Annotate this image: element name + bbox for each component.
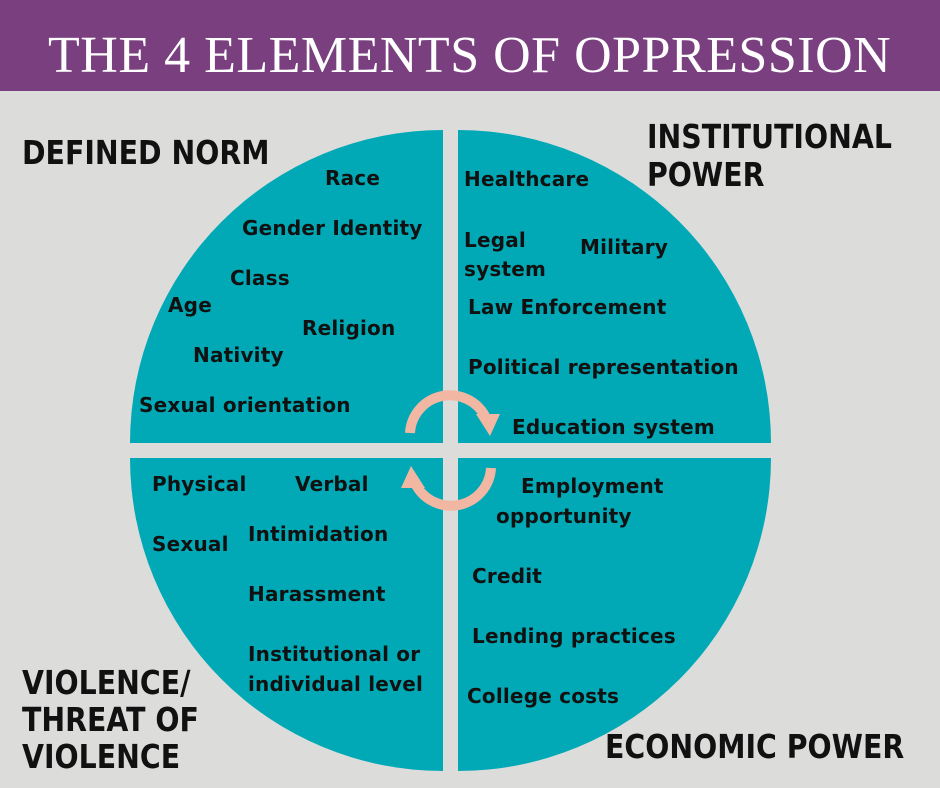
label-economic-power: ECONOMIC POWER [605, 727, 905, 766]
cycle-arrow-bottom-head-icon [401, 466, 425, 488]
item-legal-system: system [464, 257, 547, 281]
item-military: Military [580, 235, 669, 259]
item-gender-identity: Gender Identity [242, 216, 423, 240]
quadrant-institutional-power-wedge [458, 130, 771, 443]
label-violence-line3: VIOLENCE [22, 737, 181, 776]
item-sexual: Sexual [152, 532, 229, 556]
label-institutional-power-line1: INSTITUTIONAL [647, 117, 892, 156]
item-intimidation: Intimidation [248, 522, 389, 546]
item-individual-level: individual level [248, 672, 424, 696]
item-verbal: Verbal [295, 472, 369, 496]
label-violence-line1: VIOLENCE/ [22, 663, 191, 702]
item-opportunity: opportunity [496, 504, 632, 528]
item-legal: Legal [464, 228, 526, 252]
item-political-representation: Political representation [468, 355, 739, 379]
quadrant-economic-power-wedge [458, 458, 771, 771]
item-sexual-orientation: Sexual orientation [139, 393, 351, 417]
item-college-costs: College costs [467, 684, 620, 708]
label-violence-line2: THREAT OF [22, 700, 199, 739]
item-religion: Religion [302, 316, 396, 340]
item-physical: Physical [152, 472, 247, 496]
cycle-arrow-top-head-icon [476, 414, 500, 436]
page-title: THE 4 ELEMENTS OF OPPRESSION [48, 27, 892, 84]
item-class: Class [230, 266, 290, 290]
item-lending-practices: Lending practices [472, 624, 676, 648]
item-law-enforcement: Law Enforcement [468, 295, 667, 319]
item-healthcare: Healthcare [464, 167, 590, 191]
item-race: Race [325, 166, 381, 190]
item-education-system: Education system [512, 415, 715, 439]
cycle-arrow-top-icon [405, 390, 490, 434]
item-employment: Employment [521, 474, 664, 498]
label-institutional-power-line2: POWER [647, 155, 765, 194]
label-defined-norm: DEFINED NORM [22, 133, 270, 172]
item-harassment: Harassment [248, 582, 386, 606]
title-banner: THE 4 ELEMENTS OF OPPRESSION [0, 0, 940, 91]
cycle-arrow-bottom-icon [411, 467, 496, 511]
quadrant-defined-norm-wedge [130, 130, 443, 443]
item-age: Age [168, 293, 212, 317]
item-nativity: Nativity [193, 343, 284, 367]
quadrant-violence-wedge [130, 458, 443, 771]
item-credit: Credit [472, 564, 543, 588]
item-institutional-or: Institutional or [248, 642, 421, 666]
